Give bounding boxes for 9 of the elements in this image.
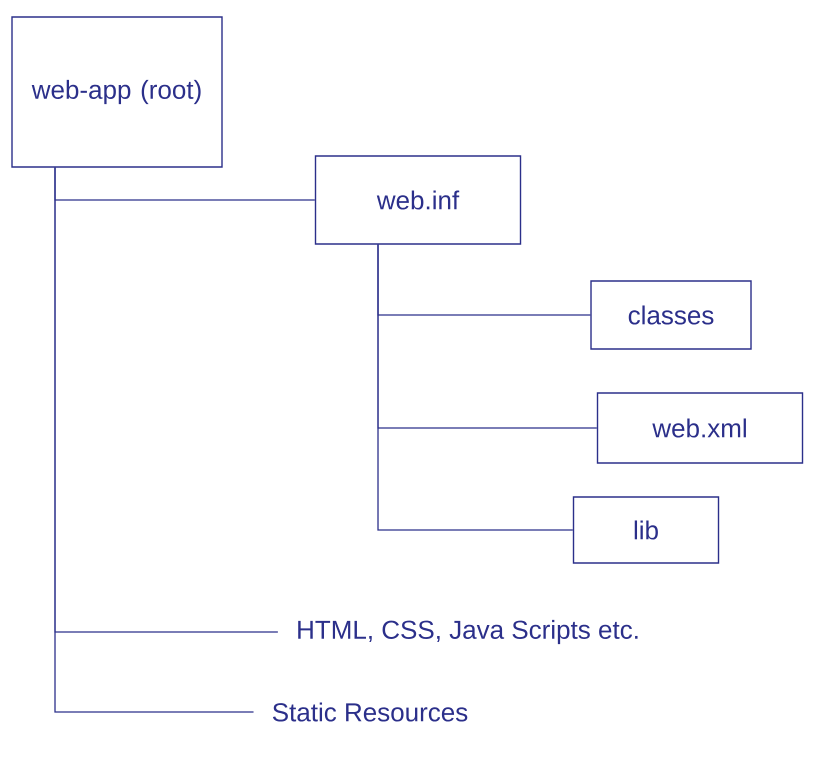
tree-line [377,244,573,531]
file-box: web.xml [596,392,804,464]
folder-box: classes [590,280,752,350]
folder-box: web-app (root) [11,16,223,168]
file-types-text: Static Resources [272,702,468,722]
tree-line [54,168,254,713]
folder-box: web.inf [314,155,522,245]
folder-box: lib [572,496,720,564]
file-types-text: HTML, CSS, Java Scripts etc. [298,620,638,644]
